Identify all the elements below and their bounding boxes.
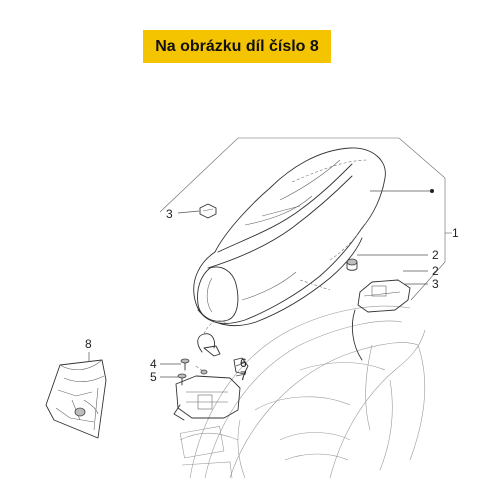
latch-bracket — [173, 357, 249, 421]
banner-text: Na obrázku díl číslo 8 — [155, 37, 319, 55]
seat-latch-cable — [197, 320, 229, 357]
part-8-document-bag — [45, 359, 107, 439]
callout-1-seat: 1 — [452, 226, 459, 240]
seat-hook-part — [199, 203, 217, 219]
callout-4-screw: 4 — [150, 357, 157, 371]
seat-assembly — [193, 147, 386, 327]
callout-8-bag: 8 — [85, 337, 92, 351]
callout-7-latch: 7 — [240, 369, 247, 383]
assembly-bracket — [159, 137, 452, 301]
part-number-banner: Na obrázku díl číslo 8 — [143, 30, 331, 63]
callout-3-plate: 3 — [432, 277, 439, 291]
callout-5-screw: 5 — [150, 370, 157, 384]
scooter-body — [179, 305, 426, 479]
callout-3-hook: 3 — [166, 207, 173, 221]
screws — [177, 358, 208, 386]
rubber-bumper — [346, 258, 358, 271]
callout-6-latch: 6 — [240, 356, 247, 370]
rear-plate — [351, 279, 411, 361]
leader-lines — [88, 189, 434, 378]
callout-2-plate: 2 — [432, 264, 439, 278]
callout-2-bumper: 2 — [432, 248, 439, 262]
